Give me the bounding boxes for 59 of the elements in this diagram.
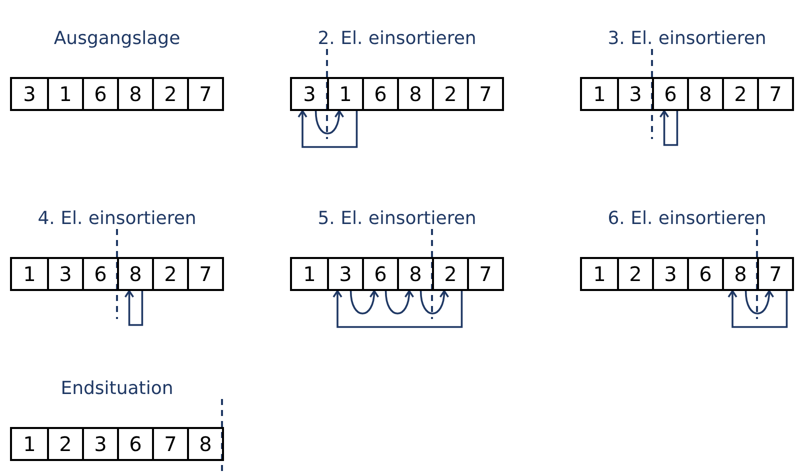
array-cell: 7 <box>152 429 187 459</box>
array-cell: 1 <box>582 259 617 289</box>
array-cell: 2 <box>617 259 652 289</box>
array-cell: 6 <box>117 429 152 459</box>
array-cell: 2 <box>152 259 187 289</box>
array-cell: 8 <box>687 79 722 109</box>
array-cell: 3 <box>12 79 47 109</box>
arrow <box>744 290 774 314</box>
array-cell: 7 <box>757 79 792 109</box>
array-cell: 6 <box>362 79 397 109</box>
arrow <box>350 290 379 314</box>
step-title: 6. El. einsortieren <box>608 208 766 229</box>
array-cell: 2 <box>432 259 467 289</box>
array-cell: 2 <box>432 79 467 109</box>
array-cell: 7 <box>467 259 502 289</box>
array-cell: 1 <box>12 259 47 289</box>
array-cell: 8 <box>397 79 432 109</box>
array-cell: 1 <box>292 259 327 289</box>
arrow <box>659 110 678 146</box>
array-cell: 1 <box>47 79 82 109</box>
array-cell: 7 <box>757 259 792 289</box>
arrow <box>420 290 449 314</box>
array-cell: 3 <box>617 79 652 109</box>
step-title: 4. El. einsortieren <box>38 208 196 229</box>
array-cell: 8 <box>187 429 222 459</box>
array-cell: 3 <box>652 259 687 289</box>
array-cell: 8 <box>117 259 152 289</box>
array-cell: 6 <box>362 259 397 289</box>
array-cell: 8 <box>397 259 432 289</box>
step-title: Endsituation <box>60 378 174 399</box>
step-title: 3. El. einsortieren <box>608 28 766 49</box>
arrow <box>728 290 788 328</box>
array-cell: 2 <box>152 79 187 109</box>
array-cell: 7 <box>187 259 222 289</box>
array-cell: 6 <box>82 259 117 289</box>
array-cell: 2 <box>47 429 82 459</box>
step-title: 5. El. einsortieren <box>318 208 476 229</box>
step-title: Ausgangslage <box>54 28 180 49</box>
arrow <box>298 110 358 148</box>
arrow <box>314 110 344 134</box>
array-cell: 1 <box>12 429 47 459</box>
array-cell: 7 <box>187 79 222 109</box>
array-cell: 1 <box>327 79 362 109</box>
array-cell: 6 <box>652 79 687 109</box>
array-cell: 2 <box>722 79 757 109</box>
arrow <box>124 290 144 326</box>
arrow <box>384 290 414 314</box>
array-cell: 1 <box>582 79 617 109</box>
array-cell: 8 <box>117 79 152 109</box>
arrow <box>332 290 463 328</box>
array-cell: 3 <box>292 79 327 109</box>
array-cell: 3 <box>82 429 117 459</box>
step-title: 2. El. einsortieren <box>318 28 476 49</box>
array-cell: 7 <box>467 79 502 109</box>
array-cell: 3 <box>47 259 82 289</box>
array-cell: 6 <box>82 79 117 109</box>
array-cell: 8 <box>722 259 757 289</box>
array-cell: 6 <box>687 259 722 289</box>
array-cell: 3 <box>327 259 362 289</box>
